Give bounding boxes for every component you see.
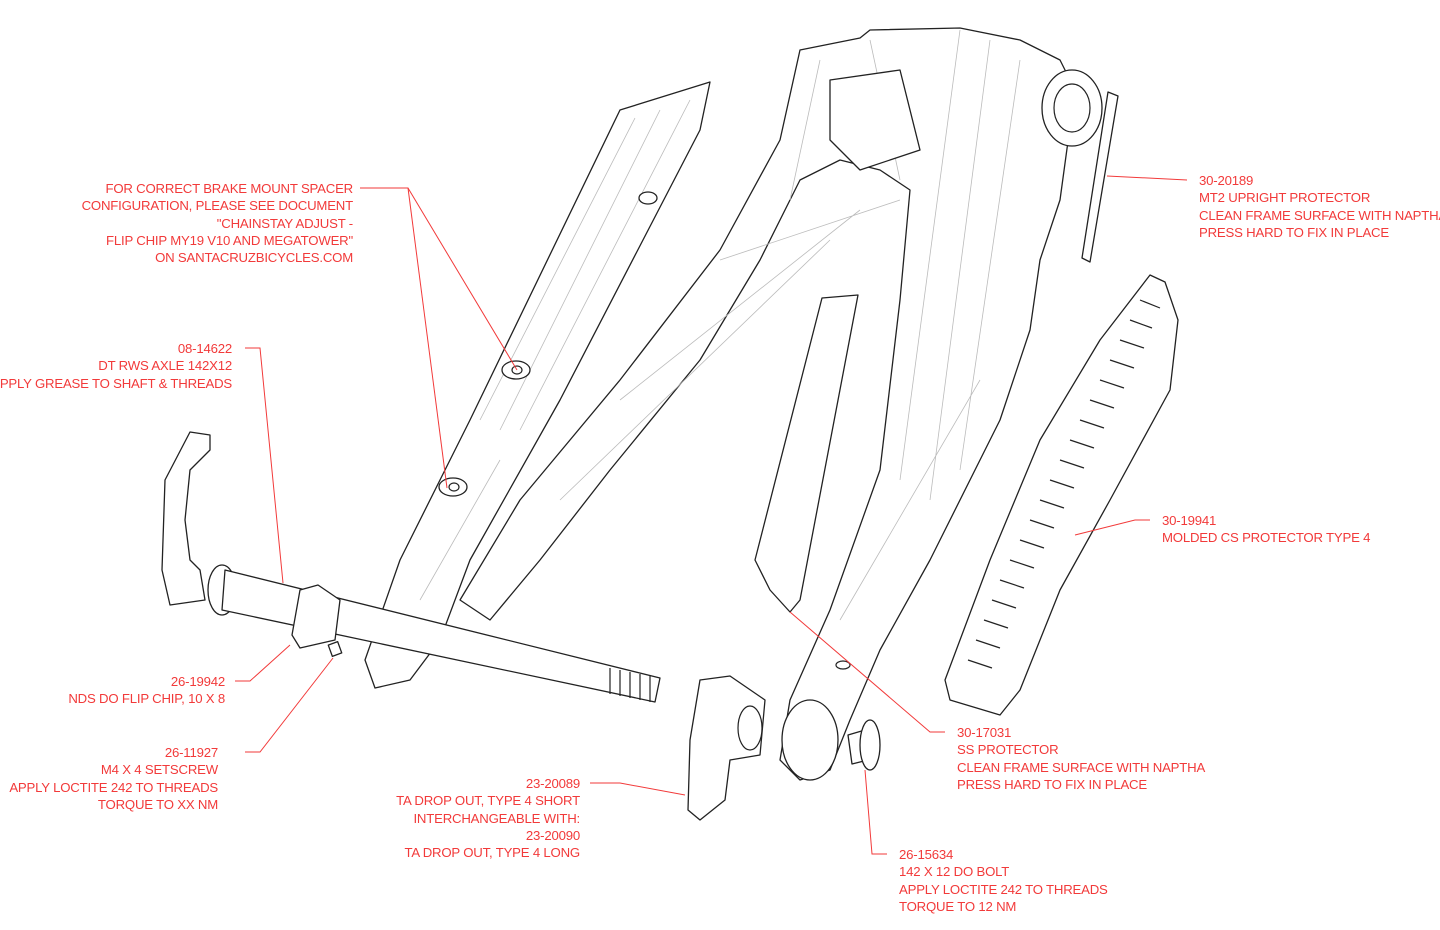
note-line: FLIP CHIP MY19 V10 AND MEGATOWER": [105, 232, 353, 248]
callout-ss-protector: 30-17031 SS PROTECTOR CLEAN FRAME SURFAC…: [957, 724, 1205, 793]
part-number: 23-20089: [525, 776, 580, 791]
callout-axle: 08-14622 DT RWS AXLE 142X12 APPLY GREASE…: [0, 340, 232, 392]
callout-setscrew: 26-11927 M4 X 4 SETSCREW APPLY LOCTITE 2…: [9, 744, 218, 813]
part-number: 08-14622: [177, 341, 232, 356]
alt-part-description: TA DROP OUT, TYPE 4 LONG: [404, 845, 581, 861]
part-description: MT2 UPRIGHT PROTECTOR: [1199, 190, 1371, 206]
ss-protector: [754, 294, 859, 613]
do-bolt: [847, 719, 881, 771]
part-number: 26-11927: [164, 745, 218, 760]
swingarm-frame: [459, 27, 1103, 781]
part-instruction: CLEAN FRAME SURFACE WITH NAPTHA: [1199, 207, 1440, 223]
flip-chip: [291, 584, 343, 657]
part-description: SS PROTECTOR: [957, 742, 1059, 758]
callout-do-bolt: 26-15634 142 X 12 DO BOLT APPLY LOCTITE …: [899, 846, 1108, 915]
note-line: ON SANTACRUZBICYCLES.COM: [155, 250, 353, 266]
setscrew: [327, 641, 343, 657]
callout-flip-chip: 26-19942 NDS DO FLIP CHIP, 10 X 8: [68, 673, 225, 708]
note-line: CONFIGURATION, PLEASE SEE DOCUMENT: [81, 198, 354, 214]
part-description: DT RWS AXLE 142X12: [98, 358, 232, 374]
note-line: FOR CORRECT BRAKE MOUNT SPACER: [105, 181, 353, 196]
part-instruction: APPLY LOCTITE 242 TO THREADS: [899, 881, 1108, 897]
callout-upright-protector: 30-20189 MT2 UPRIGHT PROTECTOR CLEAN FRA…: [1199, 172, 1440, 241]
part-description: MOLDED CS PROTECTOR TYPE 4: [1162, 530, 1371, 546]
seat-stay: [364, 81, 711, 689]
part-number: 26-15634: [899, 847, 954, 862]
part-number: 30-20189: [1199, 173, 1254, 188]
callout-cs-protector: 30-19941 MOLDED CS PROTECTOR TYPE 4: [1162, 512, 1370, 547]
part-description: NDS DO FLIP CHIP, 10 X 8: [68, 691, 225, 707]
upright-protector: [1081, 91, 1119, 263]
leader-lines: [235, 175, 1188, 855]
dropout: [687, 675, 766, 821]
note-line: "CHAINSTAY ADJUST -: [216, 215, 353, 231]
part-instruction: TORQUE TO XX NM: [97, 796, 218, 812]
part-instruction: APPLY LOCTITE 242 TO THREADS: [9, 779, 218, 795]
callout-dropout: 23-20089 TA DROP OUT, TYPE 4 SHORT INTER…: [396, 775, 580, 861]
part-description: M4 X 4 SETSCREW: [100, 762, 218, 778]
cs-protector: [944, 274, 1179, 716]
part-number: 30-19941: [1162, 513, 1217, 528]
part-number: 26-19942: [170, 674, 225, 689]
part-instruction: APPLY GREASE TO SHAFT & THREADS: [0, 375, 232, 391]
brake-mount-note: FOR CORRECT BRAKE MOUNT SPACER CONFIGURA…: [81, 180, 354, 266]
part-instruction: PRESS HARD TO FIX IN PLACE: [957, 776, 1147, 792]
part-instruction: TORQUE TO 12 NM: [899, 898, 1017, 914]
part-instruction: PRESS HARD TO FIX IN PLACE: [1199, 224, 1389, 240]
part-instruction: CLEAN FRAME SURFACE WITH NAPTHA: [957, 759, 1206, 775]
part-description: 142 X 12 DO BOLT: [899, 864, 1010, 880]
part-instruction: INTERCHANGEABLE WITH:: [413, 810, 580, 826]
alt-part-number: 23-20090: [525, 827, 580, 843]
part-number: 30-17031: [957, 725, 1012, 740]
part-description: TA DROP OUT, TYPE 4 SHORT: [396, 793, 580, 809]
